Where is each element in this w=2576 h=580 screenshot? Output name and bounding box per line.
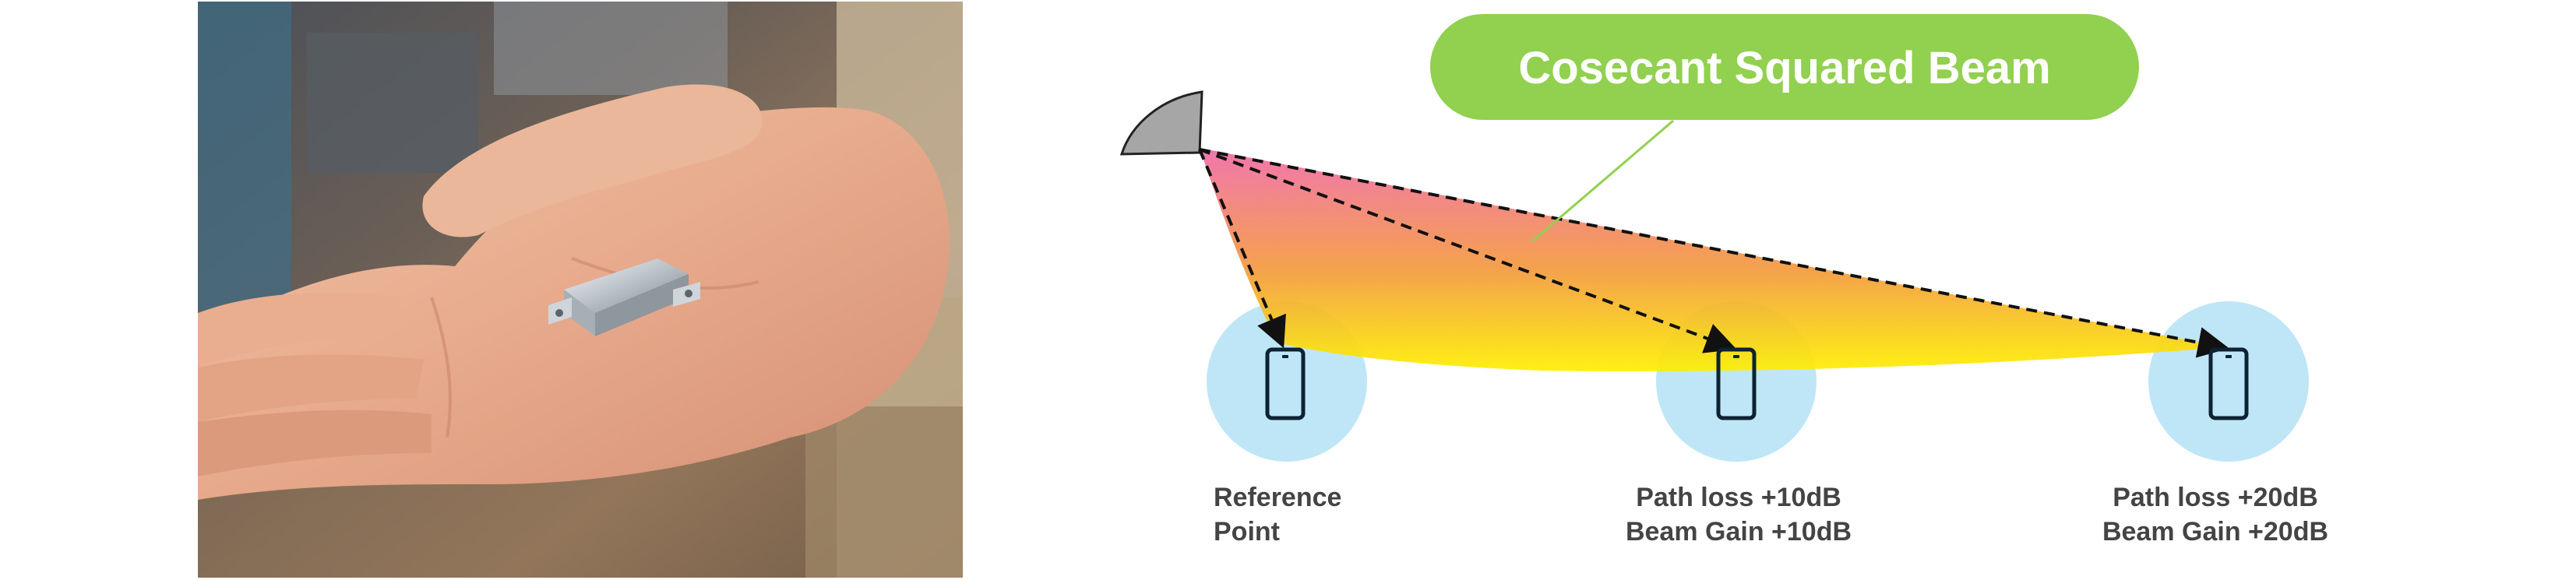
- smartphone-icon: [2208, 347, 2249, 420]
- smartphone-icon: [1716, 347, 1757, 420]
- callout-pointer: [1531, 119, 1674, 243]
- antenna-reflector-icon: [1119, 90, 1203, 156]
- reference-label-line1: Reference: [1214, 483, 1341, 512]
- reference-label-line2: Point: [1214, 517, 1280, 547]
- photo-hand-holding-component: [198, 2, 963, 578]
- point3-label-line1: Path loss +20dB: [2113, 483, 2318, 512]
- cosecant-beam-shape: [1200, 148, 2224, 371]
- beam-label: Cosecant Squared Beam: [1518, 43, 2050, 93]
- beam-label-bubble: [1430, 14, 2139, 120]
- ray-to-10db: [1199, 148, 1737, 353]
- smartphone-icon: [1265, 347, 1306, 420]
- ray-to-20db: [1199, 148, 2229, 358]
- point3-label-line2: Beam Gain +20dB: [2102, 517, 2328, 547]
- point2-label-line1: Path loss +10dB: [1636, 483, 1841, 512]
- point2-label-line2: Beam Gain +10dB: [1626, 517, 1852, 547]
- coverage-circle-20db: [2148, 301, 2309, 462]
